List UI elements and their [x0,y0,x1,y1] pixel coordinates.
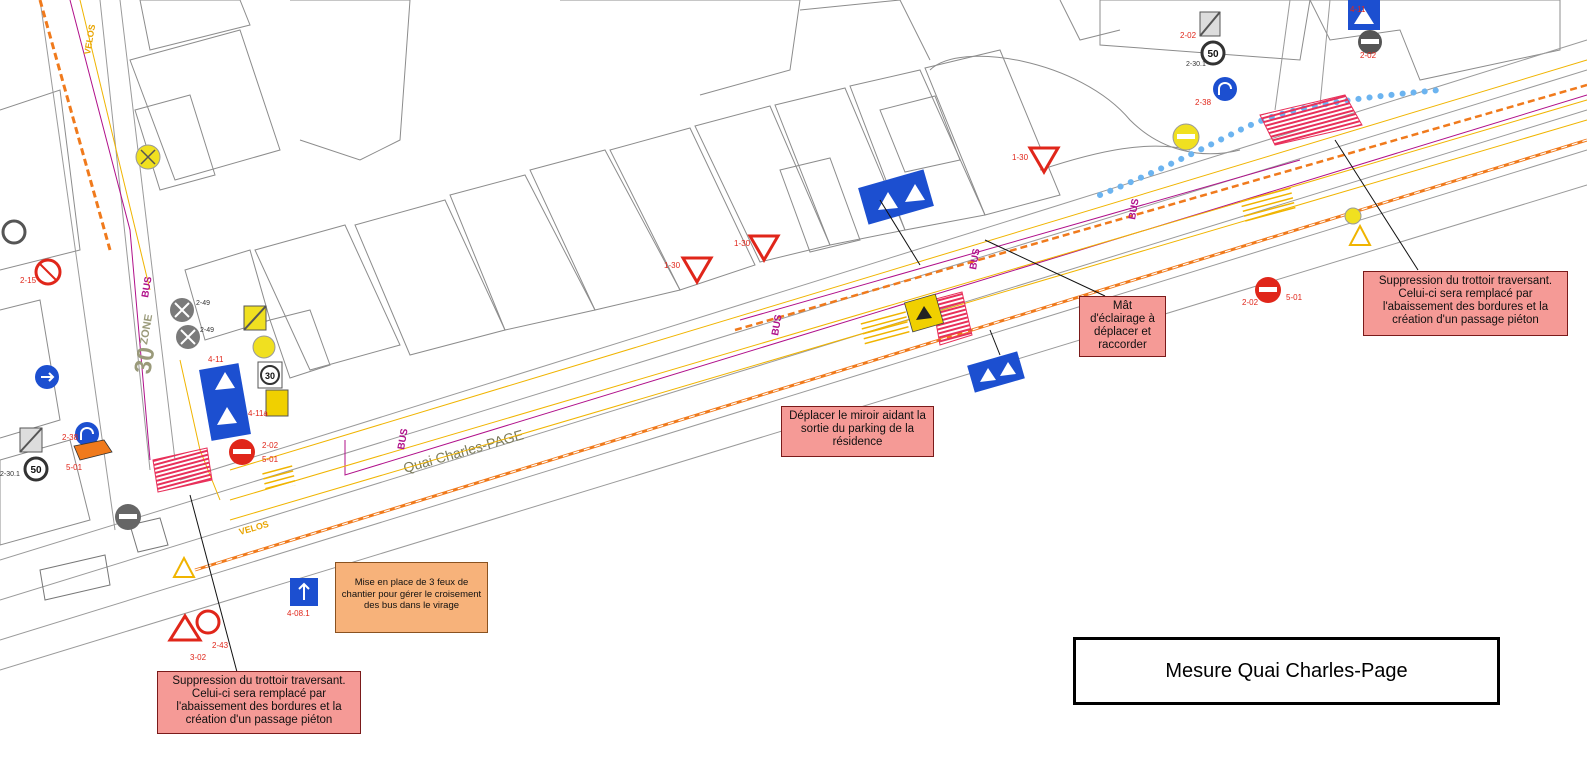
note-lighting-pole: Mât d'éclairage à déplacer et raccorder [1079,296,1166,357]
pedestrian-crossings [39,94,1363,601]
svg-text:BUS: BUS [140,275,155,298]
svg-text:5-01: 5-01 [66,463,83,472]
no-pedestrians-sign [34,258,62,286]
speed-limit-30-sign: 30 [257,361,283,389]
svg-text:VELOS: VELOS [82,24,97,56]
note-suppression-left: Suppression du trottoir traversant. Celu… [157,671,361,734]
svg-text:50: 50 [1207,49,1219,60]
crossed-sign-top [1199,11,1221,37]
svg-text:BUS: BUS [396,427,411,450]
svg-text:50: 50 [30,465,42,476]
svg-text:BUS: BUS [1127,197,1142,220]
one-way-sign [290,578,318,606]
grey-round-sign-left [1,219,27,245]
svg-text:4-08.1: 4-08.1 [287,609,310,618]
svg-text:30: 30 [265,371,275,381]
blue-turn-sign [75,422,99,446]
orange-detour-sign [73,439,113,461]
grey-no-entry-sign [115,504,141,530]
svg-text:4-11: 4-11 [1350,5,1366,14]
yellow-crossed-sign [243,305,267,331]
svg-text:30: 30 [129,345,160,376]
pedestrian-crossing-sign-left [199,363,251,441]
blue-keep-right-sign-left [35,365,59,389]
pedestrian-crossing-sign-pair-bottom [967,351,1025,393]
worksite-lines [38,0,1587,572]
traffic-signs: 50 50 30 [1,0,1382,642]
yellow-traffic-light-sign-left [135,144,161,170]
svg-text:3-02: 3-02 [190,653,207,662]
yellow-round-sign [1172,123,1200,151]
svg-text:BUS: BUS [968,247,983,270]
no-entry-sign-left [229,439,255,465]
annotation-leader-lines [189,139,1419,673]
blue-turn-sign-top [1213,77,1237,101]
svg-text:2-49: 2-49 [196,300,210,307]
yellow-small-sign-right [1344,207,1362,225]
no-entry-sign-right [1255,277,1281,303]
site-traffic-light-1 [170,298,194,322]
svg-text:4-11: 4-11 [208,355,224,364]
svg-text:4-11a: 4-11a [248,409,268,418]
crossed-sign-left [19,427,43,453]
svg-text:2-15: 2-15 [20,276,37,285]
svg-text:2-30.1: 2-30.1 [0,471,20,478]
warning-sign-bottom [167,613,203,642]
yield-sign-3 [1027,146,1061,175]
yellow-parking-sign [265,389,289,417]
note-suppression-right: Suppression du trottoir traversant. Celu… [1363,271,1568,336]
no-overtaking-sign [195,609,221,635]
yellow-triangle-left [172,555,196,578]
site-traffic-light-2 [176,325,200,349]
yield-sign-2 [747,234,781,263]
yellow-mirror-sign [252,335,276,359]
speed-limit-50-sign-left: 50 [23,456,49,482]
svg-text:2-43: 2-43 [212,641,229,650]
svg-text:BUS: BUS [770,313,785,336]
speed-limit-50-sign-top: 50 [1200,40,1226,66]
svg-text:1-30: 1-30 [664,261,681,270]
svg-text:2-02: 2-02 [262,441,279,450]
svg-text:2-02: 2-02 [1180,31,1197,40]
plan-title: Mesure Quai Charles-Page [1165,659,1408,682]
buildings [0,0,1561,546]
svg-text:1-30: 1-30 [734,239,751,248]
sign-code-labels: 2-02 5-01 2-15 4-11a 2-38 5-01 3-02 2-43… [0,5,1377,662]
svg-text:ZONE: ZONE [138,313,155,345]
svg-text:5-01: 5-01 [1286,293,1303,302]
yield-sign-1 [680,256,714,285]
svg-text:2-38: 2-38 [62,433,79,442]
svg-text:2-02: 2-02 [1242,298,1259,307]
yellow-triangle-right [1348,223,1372,246]
pedestrian-crossing-sign-pair-top [858,169,934,225]
svg-text:2-49: 2-49 [200,327,214,334]
svg-text:1-30: 1-30 [1012,153,1029,162]
svg-text:2-30.1: 2-30.1 [1186,61,1206,68]
svg-text:2-38: 2-38 [1195,98,1212,107]
note-site-traffic-lights: Mise en place de 3 feux de chantier pour… [335,562,488,633]
svg-text:5-01: 5-01 [262,455,279,464]
no-entry-sign-top [1358,30,1382,54]
plan-title-box: Mesure Quai Charles-Page [1073,637,1500,705]
note-mirror: Déplacer le miroir aidant la sortie du p… [781,406,934,457]
svg-text:2-02: 2-02 [1360,51,1377,60]
pedestrian-crossing-sign-right [1348,0,1380,30]
